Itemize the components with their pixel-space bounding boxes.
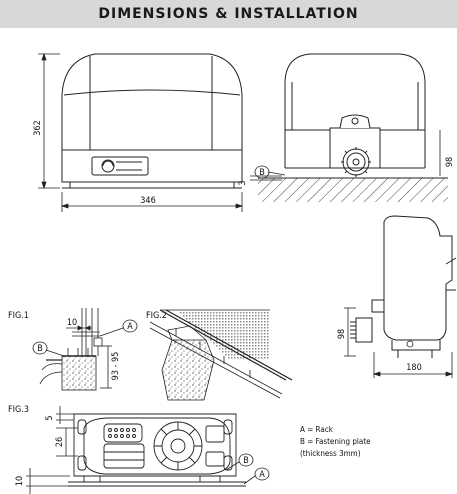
fig3-side-dimension (56, 427, 78, 457)
fig3-label: FIG.3 (8, 405, 29, 415)
svg-text:B: B (37, 344, 43, 354)
fig1-drawing (39, 308, 103, 391)
side-view (284, 53, 426, 179)
front-view (61, 53, 243, 189)
height-dimension (38, 52, 60, 190)
svg-text:A: A (127, 322, 133, 332)
base-offset-dimension (250, 175, 282, 181)
height-label: 362 (33, 120, 43, 135)
fig1-label: FIG.1 (8, 311, 29, 321)
base-offset-label: 3 (238, 180, 248, 185)
fig3-side-label: 26 (55, 437, 65, 447)
fig3-bottom-label: 10 (15, 476, 25, 486)
marker-b-fig1: B (32, 341, 65, 357)
fig3-drawing (68, 413, 246, 487)
marker-a-fig1: A (99, 319, 138, 337)
fig3-top-label: 5 (45, 415, 55, 420)
width-label: 346 (140, 196, 155, 206)
fig1-gap-label: 10 (67, 318, 77, 328)
svg-text:A: A (259, 470, 265, 480)
legend-rack: A = Rack (300, 425, 334, 434)
installation-drawing: 362 346 B 3 (8, 52, 457, 494)
svg-text:B: B (259, 168, 265, 178)
side-depth-label: 98 (445, 157, 455, 167)
motor-depth-label: 180 (406, 363, 421, 373)
marker-a-fig3: A (243, 467, 270, 485)
fig1-range-label: 93 - 95 (111, 352, 121, 381)
fig3-top-dimension (56, 406, 74, 424)
motor-profile (350, 215, 457, 358)
rack-side-dimension (344, 307, 356, 357)
ground-hatch (258, 178, 448, 202)
svg-text:B: B (243, 456, 249, 466)
fig1-range-dimension (100, 345, 112, 389)
fig1-gap-dimension (66, 325, 92, 331)
legend-fastening-plate: B = Fastening plate (300, 437, 371, 446)
fig3-bottom-dimension (26, 468, 70, 494)
page-title: DIMENSIONS & INSTALLATION (98, 6, 359, 22)
motor-depth-dimension (372, 352, 454, 378)
rack-side-label: 98 (337, 329, 347, 339)
title-banner: DIMENSIONS & INSTALLATION (0, 0, 457, 28)
fig2-label: FIG.2 (146, 311, 167, 321)
marker-b-top: B (254, 165, 286, 179)
fig2-drawing (149, 309, 293, 401)
motor-bolt (406, 340, 414, 348)
width-dimension (60, 192, 244, 212)
marker-b-fig3: B (225, 453, 254, 471)
legend: A = Rack B = Fastening plate (thickness … (300, 425, 371, 458)
legend-thickness: (thickness 3mm) (300, 449, 361, 458)
